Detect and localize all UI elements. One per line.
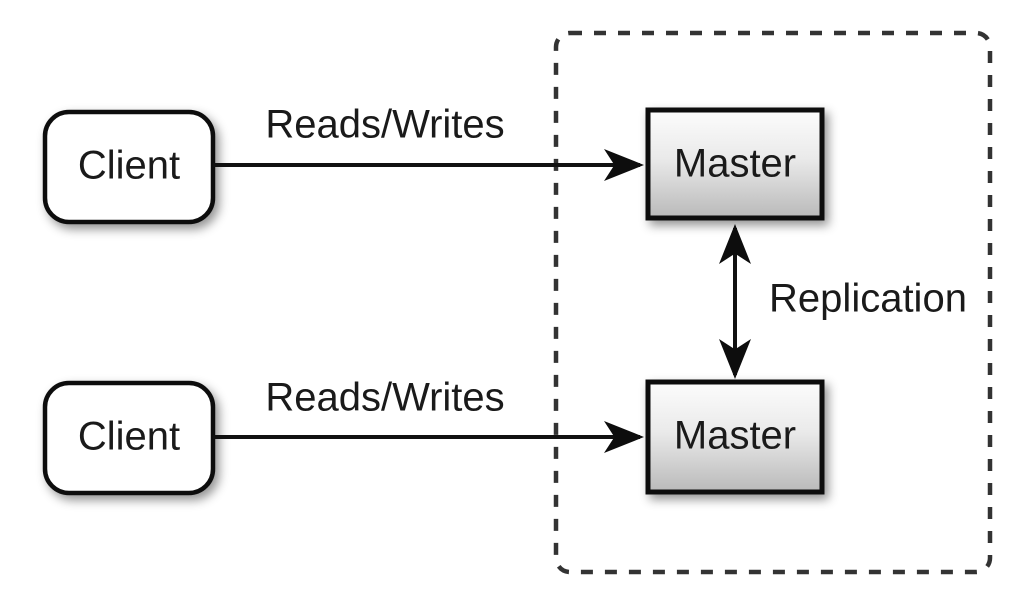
client-bottom-label: Client [78, 415, 180, 459]
master-top-label: Master [674, 142, 796, 186]
edge-client-bottom-to-master-bottom: Reads/Writes [213, 376, 644, 453]
master-bottom-label: Master [674, 414, 796, 458]
edge-label-replication: Replication [769, 277, 967, 321]
edge-master-replication: Replication [719, 224, 967, 379]
node-client-top[interactable]: Client [42, 109, 216, 225]
node-master-bottom[interactable]: Master [645, 379, 825, 495]
node-client-bottom[interactable]: Client [42, 380, 216, 496]
master-bottom-shape [645, 379, 825, 495]
replication-cluster-boundary [553, 30, 993, 575]
master-top-shape [645, 107, 825, 221]
node-master-top[interactable]: Master [645, 107, 825, 221]
edge-client-top-to-master-top: Reads/Writes [213, 103, 644, 181]
edge-label-reads-writes-top: Reads/Writes [265, 103, 504, 147]
edge-label-reads-writes-bottom: Reads/Writes [265, 376, 504, 420]
client-top-label: Client [78, 144, 180, 188]
